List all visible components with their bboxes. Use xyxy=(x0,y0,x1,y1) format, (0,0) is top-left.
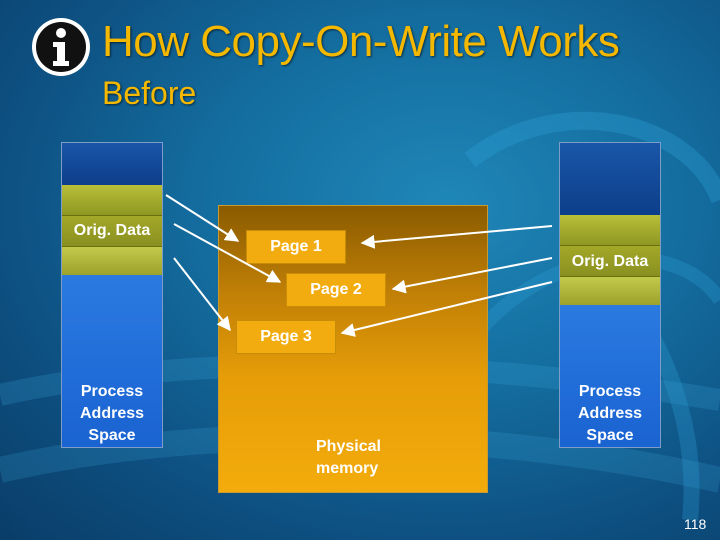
left-process-space-label: Process Address Space xyxy=(79,383,145,444)
left-orig-data-segment: Orig. Data xyxy=(62,215,162,247)
left-process-address-space: Orig. Data Process Address Space xyxy=(61,142,163,448)
slide-number: 118 xyxy=(684,516,707,532)
page-3: Page 3 xyxy=(236,320,336,354)
right-bottom-segment: Process Address Space xyxy=(560,305,660,447)
physical-memory-label: Physical memory xyxy=(316,438,381,477)
right-orig-data-segment: Orig. Data xyxy=(560,245,660,277)
right-top-segment xyxy=(560,143,660,215)
arrow-right-page2 xyxy=(391,257,553,294)
page-1: Page 1 xyxy=(246,230,346,264)
slide-title: How Copy-On-Write Works xyxy=(102,17,620,66)
arrow-left-page3 xyxy=(173,257,231,332)
left-top-segment xyxy=(62,143,162,185)
left-bottom-segment: Process Address Space xyxy=(62,275,162,447)
right-orig-data-label: Orig. Data xyxy=(571,253,649,270)
left-orig-data-label: Orig. Data xyxy=(73,222,151,239)
info-icon xyxy=(32,18,90,76)
right-olive-segment xyxy=(560,215,660,245)
right-olive-segment-lower xyxy=(560,277,660,305)
arrow-left-page2 xyxy=(173,223,282,283)
right-process-space-label: Process Address Space xyxy=(577,383,643,444)
slide-subtitle: Before xyxy=(102,75,197,111)
left-olive-segment-lower xyxy=(62,247,162,275)
arrow-right-page3 xyxy=(340,281,553,337)
left-olive-segment xyxy=(62,185,162,215)
arrow-left-page1 xyxy=(165,194,240,242)
page-2: Page 2 xyxy=(286,273,386,307)
right-process-address-space: Orig. Data Process Address Space xyxy=(559,142,661,448)
arrow-right-page1 xyxy=(360,225,553,249)
